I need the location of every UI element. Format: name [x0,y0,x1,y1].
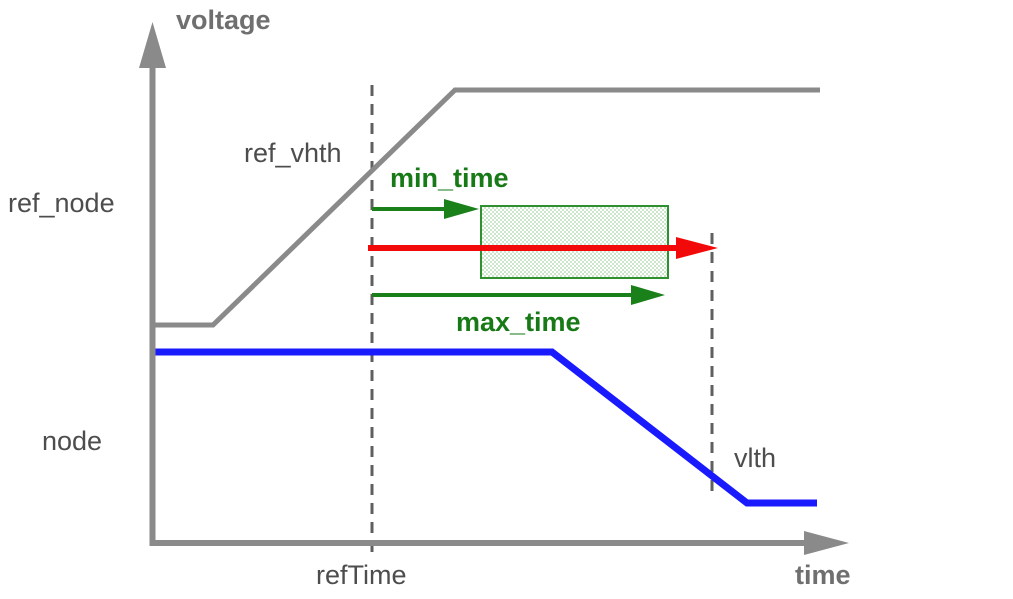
y-axis-arrowhead-icon [139,22,166,68]
x-axis-arrowhead-icon [804,531,849,555]
max-time-label: max_time [456,307,581,337]
timing-window-box [480,205,669,279]
ref-node-row-label: ref_node [8,188,115,218]
min-time-label: min_time [390,163,509,193]
node-waveform [153,348,817,507]
min-time-arrowhead-icon [444,199,479,219]
node-row-label: node [42,426,103,456]
vlth-label: vlth [734,443,777,473]
ref-node-waveform [153,87,820,328]
x-axis-label: time [795,560,851,590]
y-axis-label: voltage [176,5,271,35]
measurement-arrowhead-icon [676,237,718,259]
ref-vhth-label: ref_vhth [244,138,342,168]
reftime-label: refTime [316,560,407,590]
max-time-arrowhead-icon [631,285,665,305]
